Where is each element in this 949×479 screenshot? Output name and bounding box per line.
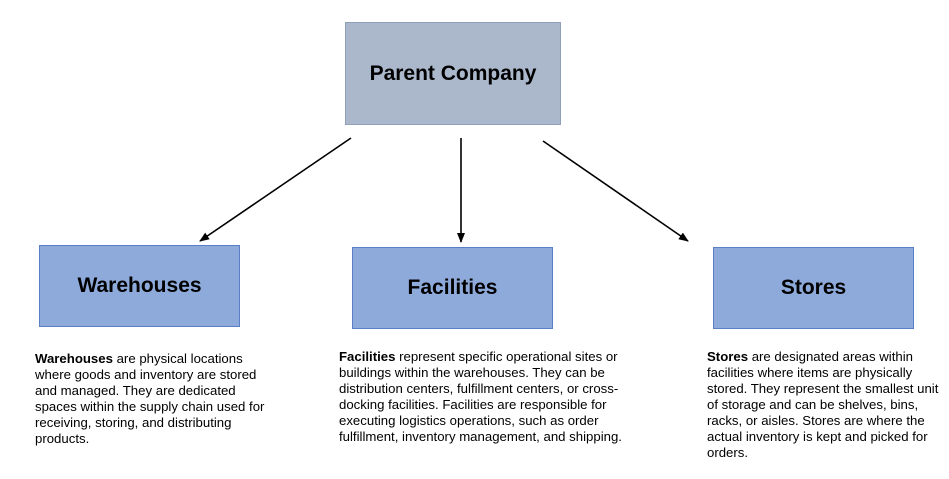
- stores-description-text: are designated areas within facilities w…: [707, 349, 939, 460]
- warehouses-node: Warehouses: [39, 245, 240, 327]
- warehouses-description-term: Warehouses: [35, 351, 113, 366]
- facilities-description-term: Facilities: [339, 349, 396, 364]
- facilities-description: Facilities represent specific operationa…: [339, 349, 629, 445]
- arrow-to-warehouses: [199, 137, 352, 242]
- parent-company-label: Parent Company: [369, 61, 537, 85]
- stores-label: Stores: [780, 276, 847, 299]
- stores-description: Stores are designated areas within facil…: [707, 349, 947, 461]
- facilities-description-text: represent specific operational sites or …: [339, 349, 622, 444]
- facilities-node: Facilities: [352, 247, 553, 329]
- warehouses-description-text: are physical locations where goods and i…: [35, 351, 265, 446]
- stores-node: Stores: [713, 247, 914, 329]
- facilities-label: Facilities: [407, 276, 498, 299]
- warehouses-label: Warehouses: [77, 274, 202, 297]
- arrow-to-stores: [542, 140, 689, 242]
- stores-description-term: Stores: [707, 349, 749, 364]
- parent-company-node: Parent Company: [345, 22, 561, 125]
- warehouses-description: Warehouses are physical locations where …: [35, 351, 275, 447]
